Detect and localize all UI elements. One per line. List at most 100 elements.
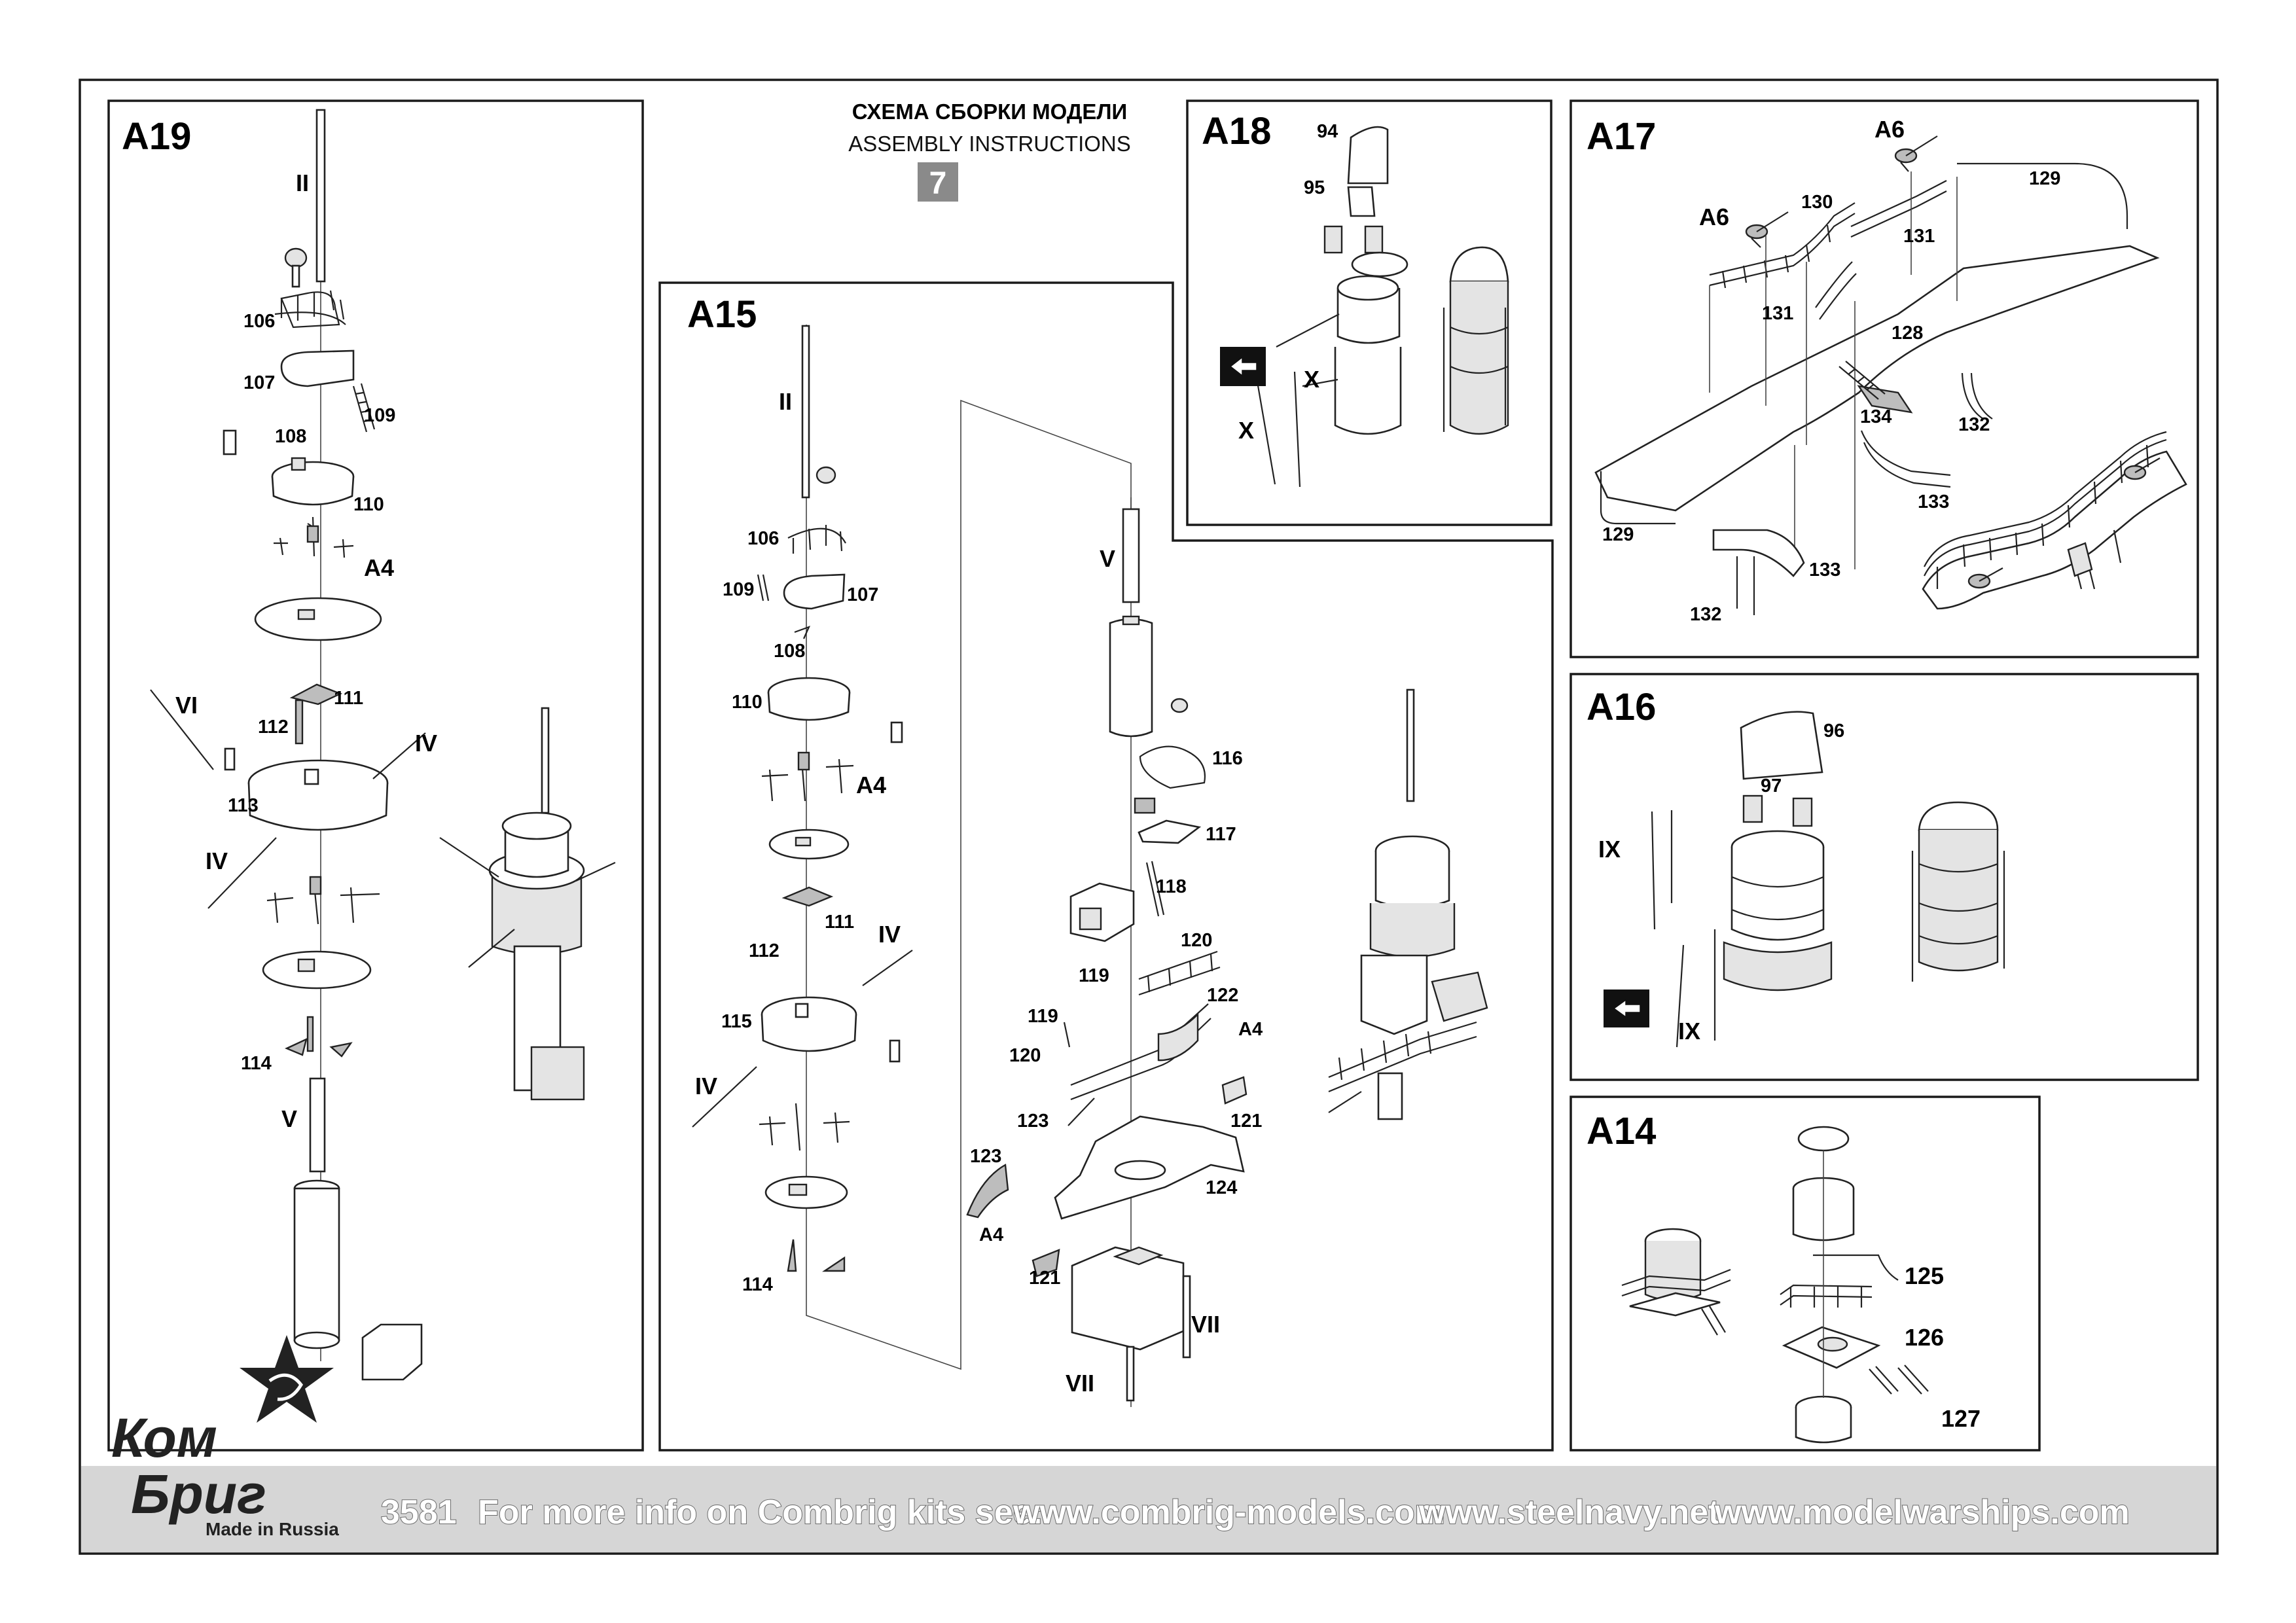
a15-label-iv-left: IV [695, 1073, 717, 1099]
a17-label-130: 130 [1801, 192, 1833, 213]
a15-label-ii: II [779, 388, 792, 415]
a15-middle-column [966, 497, 1247, 1407]
a15-label-122: 122 [1207, 985, 1238, 1006]
footer-info-text: For more info on Combrig kits see: [478, 1493, 1043, 1531]
a19-label-109: 109 [364, 405, 395, 426]
a19-label-112: 112 [258, 717, 289, 738]
a17-a6-gun-upper [1894, 135, 1938, 172]
panel-a19: A19 [107, 99, 644, 1452]
logo-line1: Ком [111, 1407, 217, 1469]
a15-label-a4-right: A4 [1238, 1019, 1263, 1040]
panel-a19-frame [107, 99, 644, 1452]
a16-arrow-icon [1604, 990, 1649, 1027]
a15-label-107: 107 [847, 584, 878, 605]
a18-exploded-funnel [1254, 126, 1408, 488]
a17-a6-gun-lower [1745, 211, 1789, 248]
a19-label-ii: II [296, 169, 309, 196]
title-english: ASSEMBLY INSTRUCTIONS [848, 132, 1131, 156]
a17-label-a6-left: A6 [1699, 204, 1729, 230]
panel-a17-frame [1570, 99, 2199, 658]
a15-label-112: 112 [749, 940, 780, 961]
a19-label-iv-right: IV [415, 730, 437, 757]
panel-a17-title: A17 [1587, 115, 1656, 158]
a15-label-vii-left: VII [1066, 1370, 1094, 1397]
a17-label-133-left: 133 [1809, 560, 1840, 580]
a15-label-117: 117 [1206, 824, 1236, 845]
a17-label-129-top: 129 [2029, 168, 2060, 189]
a19-label-iv-left: IV [206, 847, 228, 874]
sheet-outer-frame [79, 79, 2219, 1555]
panel-a18: A18 94 95 X X [1186, 99, 1552, 526]
footer-link-combrig[interactable]: www.combrig-models.com [1012, 1493, 1446, 1532]
panel-a15-frame [658, 281, 1554, 1452]
a19-exploded-column [150, 109, 426, 1381]
panel-a14-title: A14 [1587, 1110, 1656, 1152]
a19-label-107: 107 [243, 372, 275, 393]
a15-label-124: 124 [1206, 1177, 1237, 1198]
a16-assembled-funnel [1911, 801, 2005, 982]
a15-label-116: 116 [1212, 748, 1243, 769]
a18-label-95: 95 [1304, 177, 1325, 198]
a15-label-120-lower: 120 [1009, 1045, 1041, 1066]
a16-label-ix-top: IX [1598, 836, 1621, 863]
a19-assembled-view [439, 707, 616, 1101]
a18-label-x-left: X [1238, 417, 1254, 444]
a14-assembled-view [1621, 1228, 1731, 1336]
a16-label-ix-bottom: IX [1678, 1018, 1700, 1044]
logo-line2: Бриг [131, 1463, 266, 1525]
a17-label-134: 134 [1860, 406, 1892, 427]
logo-made-in: Made in Russia [206, 1519, 339, 1539]
panel-a18-title: A18 [1202, 110, 1271, 152]
a19-label-106: 106 [243, 311, 275, 332]
a17-exploded-deck [1594, 135, 2160, 615]
a17-label-133-right: 133 [1918, 491, 1949, 512]
a17-label-131-left: 131 [1762, 303, 1793, 324]
panel-a16-title: A16 [1587, 686, 1656, 728]
a15-label-115: 115 [721, 1011, 752, 1032]
a15-assembled-view [1328, 688, 1488, 1120]
a15-label-118: 118 [1156, 876, 1187, 897]
a15-label-120-upper: 120 [1181, 930, 1212, 951]
footer-link-steelnavy[interactable]: www.steelnavy.net [1418, 1493, 1721, 1532]
a14-exploded-parts [1780, 1126, 1929, 1444]
a15-label-123-lower: 123 [970, 1146, 1001, 1167]
a14-label-127: 127 [1941, 1405, 1981, 1432]
panel-a15: A15 [658, 281, 1554, 1452]
footer-link-modelwarships[interactable]: www.modelwarships.com [1713, 1493, 2130, 1532]
a16-label-97: 97 [1761, 776, 1782, 796]
a15-label-114: 114 [742, 1274, 773, 1295]
footer: Ком Бриг Made in Russia 3581 For more in… [111, 1335, 2130, 1539]
footer-kit-number: 3581 [381, 1493, 457, 1531]
a15-label-vii-right: VII [1191, 1311, 1220, 1338]
a19-label-111: 111 [334, 688, 363, 709]
a15-left-column [692, 325, 913, 1276]
a19-label-108: 108 [275, 426, 306, 447]
a18-assembled-funnel [1443, 246, 1509, 435]
page-number-badge [918, 162, 958, 202]
title-russian: СХЕМА СБОРКИ МОДЕЛИ [852, 99, 1127, 124]
a15-label-119-upper: 119 [1079, 965, 1109, 986]
a18-arrow-icon [1220, 347, 1266, 386]
panel-a16: A16 96 97 IX IX [1570, 673, 2199, 1081]
panel-a17: A17 [1570, 99, 2199, 658]
a17-label-129-bottom: 129 [1602, 524, 1634, 545]
a15-label-a4-lower: A4 [979, 1224, 1003, 1245]
panel-a18-frame [1186, 99, 1552, 526]
a14-label-126: 126 [1905, 1324, 1944, 1351]
a16-label-96: 96 [1823, 721, 1844, 741]
a17-label-132-left: 132 [1690, 604, 1721, 625]
combrig-logo: Ком Бриг Made in Russia [111, 1335, 339, 1539]
a15-label-123-upper: 123 [1017, 1111, 1049, 1132]
a19-label-vi: VI [175, 692, 198, 719]
a15-label-106: 106 [747, 528, 779, 549]
a17-label-128: 128 [1892, 323, 1923, 344]
header: СХЕМА СБОРКИ МОДЕЛИ ASSEMBLY INSTRUCTION… [848, 99, 1131, 202]
a19-label-110: 110 [353, 494, 384, 515]
a15-label-a4: A4 [856, 772, 886, 798]
panel-a19-title: A19 [122, 115, 191, 158]
a15-label-111: 111 [825, 912, 854, 933]
panel-a14: A14 125 126 127 [1570, 1096, 2041, 1452]
a16-exploded-funnel [1651, 711, 1833, 1048]
panel-a15-title: A15 [687, 293, 757, 336]
